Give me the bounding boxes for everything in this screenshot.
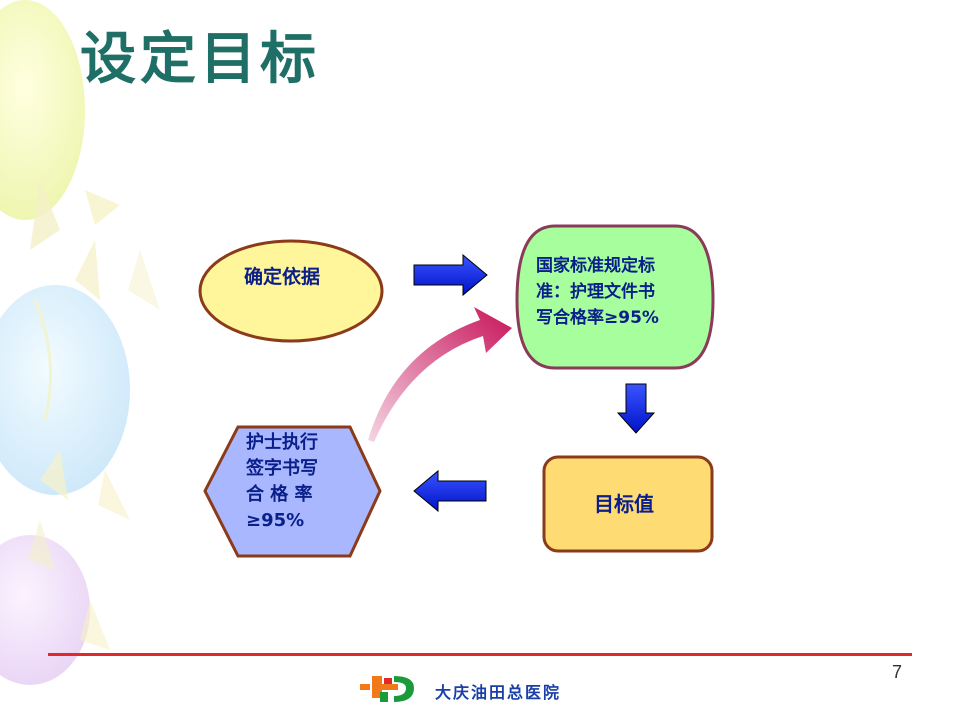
right-arrow xyxy=(413,253,488,297)
left-arrow xyxy=(413,469,487,513)
purple-balloon-decoration xyxy=(0,535,90,685)
nurse-hexagon-node xyxy=(203,425,382,558)
target-label: 目标值 xyxy=(594,492,654,516)
standard-label-line: 准：护理文件书 xyxy=(536,282,655,302)
nurse-label-line: 合 格 率 xyxy=(246,484,313,505)
blue-balloon-decoration xyxy=(0,285,130,495)
nurse-label-line: ≥95% xyxy=(246,510,305,531)
standard-label: 国家标准规定标 准：护理文件书 写合格率≥95% xyxy=(536,253,659,331)
basis-label: 确定依据 xyxy=(244,266,321,288)
page-number: 7 xyxy=(891,662,902,682)
hospital-name: 大庆油田总医院 xyxy=(435,683,562,702)
standard-label-line: 写合格率≥95% xyxy=(536,308,659,328)
nurse-label: 护士执行 签字书写 合 格 率 ≥95% xyxy=(246,430,318,534)
hospital-logo xyxy=(360,676,414,702)
standard-label-line: 国家标准规定标 xyxy=(536,256,655,276)
target-node xyxy=(542,455,714,553)
nurse-label-line: 护士执行 xyxy=(246,432,318,453)
yellow-balloon-decoration xyxy=(0,0,85,220)
nurse-label-line: 签字书写 xyxy=(246,458,318,479)
standard-node xyxy=(515,224,715,370)
basis-ellipse-node xyxy=(198,239,384,343)
down-arrow xyxy=(616,383,656,434)
slide-title: 设定目标 xyxy=(80,27,320,92)
footer-divider xyxy=(48,653,912,656)
curved-feedback-arrow xyxy=(368,307,512,442)
